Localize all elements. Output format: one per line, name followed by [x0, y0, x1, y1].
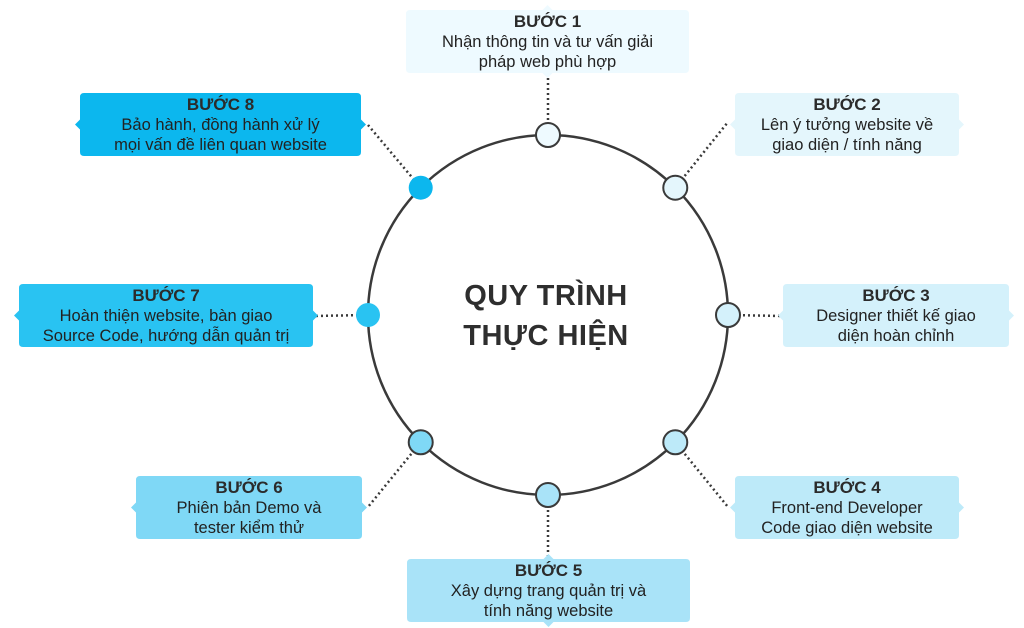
step-1-title: BƯỚC 1: [513, 11, 582, 31]
step-2-connector: [674, 121, 729, 189]
step-7-connector: [312, 313, 369, 318]
step-4-box-shape: [730, 476, 964, 539]
step-2-node: [662, 174, 689, 201]
step-3-title: BƯỚC 3: [862, 285, 930, 305]
step-5-desc-line2: tính năng website: [483, 601, 614, 620]
step-5-box-shape: [407, 554, 690, 627]
step-8-box: BƯỚC 8 Bảo hành, đồng hành xử lý mọi vấn…: [80, 93, 361, 156]
step-3-desc-line1: Designer thiết kế giao: [816, 306, 976, 325]
step-2-desc-line1: Lên ý tưởng website về: [760, 115, 934, 134]
step-box-shapes: [14, 5, 1014, 627]
step-6-box: BƯỚC 6 Phiên bản Demo và tester kiểm thử: [136, 476, 362, 539]
step-1-box-shape: [406, 5, 689, 78]
diagram-title-line1: QUY TRÌNH: [464, 280, 628, 312]
diagram-title-line2: THỰC HIỆN: [463, 320, 629, 352]
step-1-desc-line2: pháp web phù hợp: [478, 52, 617, 71]
step-7-box-shape: [14, 284, 318, 347]
step-8-node: [408, 175, 433, 200]
step-3-connector: [727, 313, 784, 318]
step-3-node: [715, 302, 741, 328]
step-6-box-shape: [131, 476, 367, 539]
step-2-title: BƯỚC 2: [813, 94, 881, 114]
step-2-desc-line2: giao diện / tính năng: [772, 135, 922, 154]
step-5-node: [535, 482, 561, 508]
step-7-desc-line2: Source Code, hướng dẫn quản trị: [42, 326, 290, 345]
step-5-box: BƯỚC 5 Xây dựng trang quản trị và tính n…: [407, 559, 690, 622]
step-8-box-shape: [75, 93, 366, 156]
step-6-desc-line1: Phiên bản Demo và: [176, 498, 322, 517]
step-8-connector: [367, 124, 422, 189]
step-3-box-shape: [778, 284, 1014, 347]
step-1-desc-line1: Nhận thông tin và tư vấn giải: [441, 32, 653, 51]
step-3-box: BƯỚC 3 Designer thiết kế giao diện hoàn …: [783, 284, 1009, 347]
step-2-box-shape: [730, 93, 964, 156]
step-6-node: [407, 429, 434, 456]
step-1-node: [535, 122, 561, 148]
step-5-title: BƯỚC 5: [514, 560, 583, 580]
step-5-desc-line1: Xây dựng trang quản trị và: [450, 581, 647, 600]
step-8-desc-line2: mọi vấn đề liên quan website: [114, 135, 327, 154]
step-6-desc-line2: tester kiểm thử: [193, 518, 305, 537]
step-4-node: [662, 429, 689, 456]
step-8-title: BƯỚC 8: [186, 94, 255, 114]
diagram-title: QUY TRÌNH THỰC HIỆN: [398, 276, 694, 356]
step-6-connector: [367, 441, 422, 508]
step-4-box: BƯỚC 4 Front-end Developer Code giao diệ…: [735, 476, 959, 539]
step-4-connector: [674, 441, 729, 508]
step-4-title: BƯỚC 4: [813, 477, 881, 497]
step-7-title: BƯỚC 7: [132, 285, 200, 305]
step-nodes: [356, 122, 741, 508]
step-7-desc-line1: Hoàn thiện website, bàn giao: [59, 306, 273, 325]
step-6-title: BƯỚC 6: [215, 477, 283, 497]
step-3-desc-line2: diện hoàn chỉnh: [837, 326, 955, 345]
step-4-desc-line2: Code giao diện website: [761, 518, 933, 537]
step-7-box: BƯỚC 7 Hoàn thiện website, bàn giao Sour…: [19, 284, 313, 347]
step-7-node: [356, 303, 380, 327]
step-1-box: BƯỚC 1 Nhận thông tin và tư vấn giải phá…: [406, 10, 689, 73]
step-4-desc-line1: Front-end Developer: [771, 498, 923, 517]
step-8-desc-line1: Bảo hành, đồng hành xử lý: [121, 115, 320, 134]
step-2-box: BƯỚC 2 Lên ý tưởng website về giao diện …: [735, 93, 959, 156]
